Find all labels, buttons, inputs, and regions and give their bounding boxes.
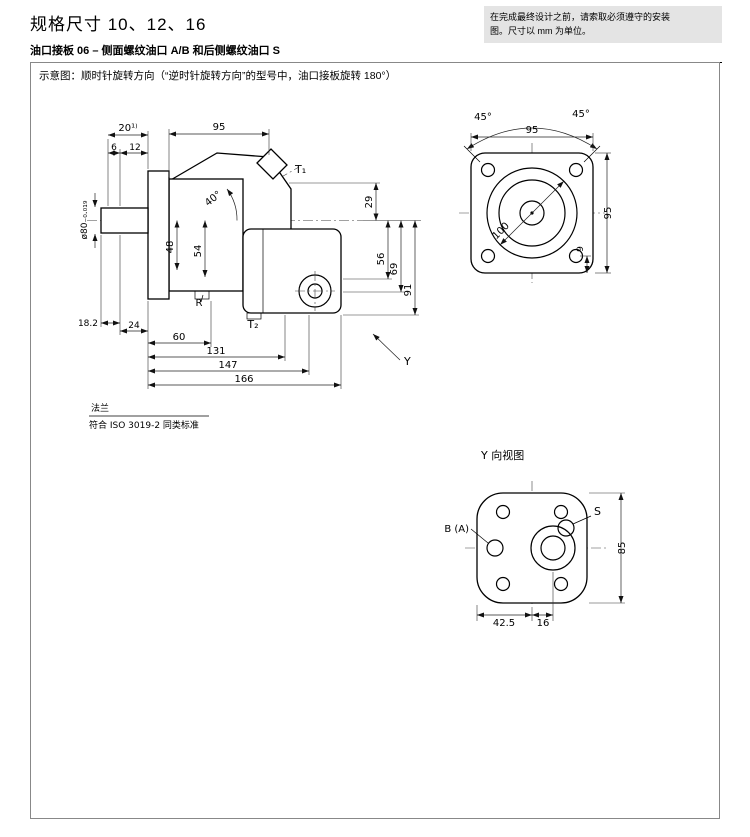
- section-subtitle: 油口接板 06 – 侧面螺纹油口 A/B 和后侧螺纹油口 S: [30, 42, 722, 63]
- drawing-area: 示意图：顺时针旋转方向（“逆时针旋转方向”的型号中，油口接板旋转 180°）: [30, 62, 720, 819]
- page-title: 规格尺寸 10、12、16: [30, 15, 207, 34]
- y-view-title: Y 向视图: [480, 448, 524, 462]
- dim-48-label: 48: [165, 241, 176, 254]
- port-r-label: R: [196, 298, 203, 309]
- dim-20-label: 20¹⁾: [118, 123, 137, 134]
- port-t2-label: T₂: [246, 318, 258, 331]
- y-view: Y 向视图: [444, 448, 628, 629]
- dim-54-label: 54: [193, 245, 204, 258]
- view-y-arrow-label: Y: [403, 355, 411, 368]
- front-view: 45° 45° 95 100 95 9: [459, 109, 614, 283]
- dim-6-label: 6: [111, 143, 117, 153]
- y-view-dimension-lines: [470, 492, 625, 621]
- dim-85-label: 85: [617, 542, 628, 555]
- side-view: 20¹⁾ 6 12 95 T₁ 40° 29 56 69 91 48 54 ø8…: [78, 122, 421, 431]
- dim-24-label: 24: [128, 321, 140, 331]
- port-s-label: S: [594, 505, 601, 518]
- side-view-dimension-lines: [92, 131, 418, 388]
- dim-69-label: 69: [389, 263, 400, 276]
- side-view-extension-lines: [100, 129, 421, 389]
- flange-standard-note: 符合 ISO 3019-2 同类标准: [89, 419, 199, 431]
- dim-147-label: 147: [218, 360, 237, 371]
- dim-95-top-label: 95: [526, 125, 539, 136]
- port-plate-outline: [476, 492, 588, 604]
- dim-60-label: 60: [173, 332, 186, 343]
- dim-95-right-label: 95: [603, 207, 614, 220]
- dim-56-label: 56: [376, 253, 387, 266]
- dim-42-5-label: 42.5: [493, 618, 515, 629]
- flange-label: 法兰: [91, 402, 109, 414]
- technical-drawing: 20¹⁾ 6 12 95 T₁ 40° 29 56 69 91 48 54 ø8…: [78, 109, 628, 629]
- installation-note: 在完成最终设计之前，请索取必须遵守的安装 图。尺寸以 mm 为单位。: [484, 6, 722, 43]
- dim-18-2-label: 18.2: [78, 319, 98, 329]
- schematic-note: 示意图：顺时针旋转方向（“逆时针旋转方向”的型号中，油口接板旋转 180°）: [39, 70, 397, 82]
- front-view-dimension-lines: [463, 127, 611, 274]
- angle-45-right-label: 45°: [572, 109, 590, 120]
- dim-131-label: 131: [206, 346, 225, 357]
- dim-95-label: 95: [213, 122, 226, 133]
- port-t1-label: T₁: [294, 163, 306, 176]
- dim-91-label: 91: [403, 284, 414, 297]
- dim-9-label: 9: [576, 246, 586, 252]
- shaft-diameter-label: ø80₋₀.₀₁₉: [80, 200, 90, 239]
- installation-note-line2: 图。尺寸以 mm 为单位。: [490, 26, 591, 37]
- dim-166-label: 166: [234, 374, 253, 385]
- port-ba-label: B (A): [444, 524, 469, 535]
- flange-note-block: 法兰 符合 ISO 3019-2 同类标准: [89, 402, 209, 431]
- installation-note-line1: 在完成最终设计之前，请索取必须遵守的安装: [490, 12, 671, 22]
- angle-45-left-label: 45°: [474, 112, 492, 123]
- dim-12-label: 12: [129, 143, 140, 153]
- dim-16-label: 16: [537, 618, 550, 629]
- dim-29-label: 29: [364, 196, 375, 209]
